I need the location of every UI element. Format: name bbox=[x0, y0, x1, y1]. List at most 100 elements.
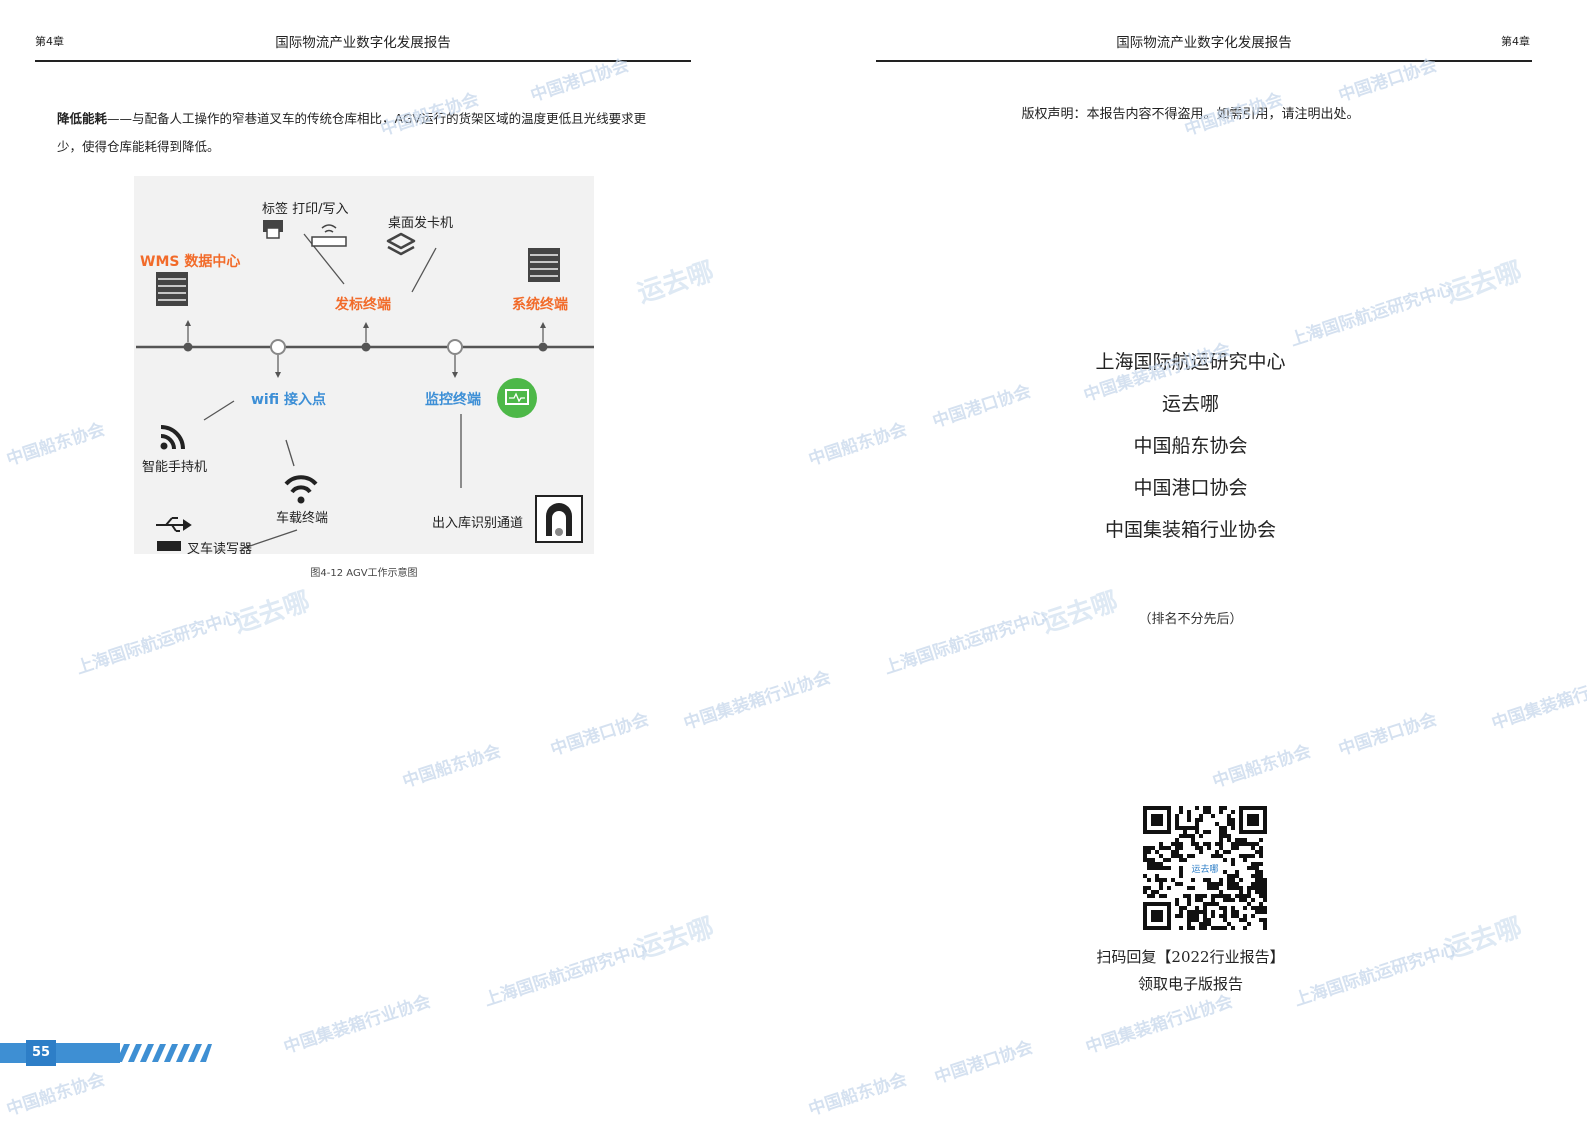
qr-module bbox=[1171, 850, 1175, 854]
right-page: 国际物流产业数字化发展报告 第4章 版权声明：本报告内容不得盗用。如需引用，请注… bbox=[794, 0, 1587, 1122]
qr-module bbox=[1191, 842, 1195, 846]
qr-module bbox=[1151, 866, 1155, 870]
qr-module bbox=[1255, 906, 1259, 910]
qr-module bbox=[1259, 838, 1263, 842]
label-monitor-terminal: 监控终端 bbox=[425, 392, 481, 408]
qr-module bbox=[1199, 834, 1203, 838]
qr-module bbox=[1235, 914, 1239, 918]
qr-module bbox=[1151, 894, 1155, 898]
organization-list: 上海国际航运研究中心 运去哪 中国船东协会 中国港口协会 中国集装箱行业协会 bbox=[794, 346, 1587, 556]
qr-module bbox=[1263, 906, 1267, 910]
qr-module bbox=[1223, 870, 1227, 874]
qr-module bbox=[1251, 898, 1255, 902]
qr-module bbox=[1247, 842, 1251, 846]
qr-module bbox=[1187, 814, 1191, 818]
qr-module bbox=[1199, 850, 1203, 854]
qr-module bbox=[1199, 818, 1203, 822]
qr-module bbox=[1255, 878, 1259, 882]
qr-module bbox=[1203, 914, 1207, 918]
qr-module bbox=[1155, 874, 1159, 878]
qr-module bbox=[1207, 806, 1211, 810]
qr-module bbox=[1211, 910, 1215, 914]
qr-module bbox=[1239, 886, 1243, 890]
qr-module bbox=[1231, 826, 1235, 830]
qr-module bbox=[1263, 886, 1267, 890]
qr-module bbox=[1235, 870, 1239, 874]
qr-module bbox=[1251, 866, 1255, 870]
qr-module bbox=[1175, 838, 1179, 842]
qr-module bbox=[1211, 926, 1215, 930]
qr-module bbox=[1215, 894, 1219, 898]
monitor-icon bbox=[497, 378, 537, 418]
qr-module bbox=[1171, 842, 1175, 846]
qr-module bbox=[1251, 854, 1255, 858]
qr-module bbox=[1231, 822, 1235, 826]
qr-module bbox=[1163, 878, 1167, 882]
qr-module bbox=[1207, 918, 1211, 922]
qr-module bbox=[1235, 894, 1239, 898]
qr-module bbox=[1163, 894, 1167, 898]
qr-module bbox=[1219, 890, 1223, 894]
qr-module bbox=[1187, 922, 1191, 926]
qr-module bbox=[1223, 850, 1227, 854]
qr-module bbox=[1179, 926, 1183, 930]
layers-icon bbox=[386, 232, 416, 256]
qr-module bbox=[1159, 854, 1163, 858]
qr-module bbox=[1219, 914, 1223, 918]
qr-module bbox=[1219, 878, 1223, 882]
qr-module bbox=[1231, 878, 1235, 882]
qr-caption-line: 扫码回复【2022行业报告】 bbox=[1096, 948, 1285, 966]
qr-module bbox=[1219, 826, 1223, 830]
qr-module bbox=[1199, 910, 1203, 914]
qr-module bbox=[1231, 842, 1235, 846]
label-system-terminal: 系统终端 bbox=[512, 297, 568, 313]
qr-module bbox=[1231, 810, 1235, 814]
qr-module bbox=[1167, 866, 1171, 870]
qr-module bbox=[1195, 918, 1199, 922]
qr-module bbox=[1183, 858, 1187, 862]
qr-module bbox=[1143, 850, 1147, 854]
qr-module bbox=[1191, 886, 1195, 890]
qr-module bbox=[1183, 834, 1187, 838]
qr-module bbox=[1231, 914, 1235, 918]
qr-module bbox=[1243, 894, 1247, 898]
label-smart-handheld: 智能手持机 bbox=[142, 460, 208, 475]
wifi-icon bbox=[160, 425, 185, 450]
qr-module bbox=[1247, 886, 1251, 890]
qr-module bbox=[1171, 854, 1175, 858]
qr-module bbox=[1147, 886, 1151, 890]
qr-module bbox=[1175, 826, 1179, 830]
page-stripes bbox=[116, 1044, 212, 1062]
qr-module bbox=[1259, 870, 1263, 874]
organization-name: 上海国际航运研究中心 bbox=[1095, 351, 1286, 373]
qr-module bbox=[1175, 898, 1179, 902]
figure-caption: 图4-12 AGV工作示意图 bbox=[310, 568, 418, 579]
qr-module bbox=[1239, 838, 1243, 842]
qr-module bbox=[1219, 854, 1223, 858]
qr-module bbox=[1195, 906, 1199, 910]
qr-module bbox=[1251, 842, 1255, 846]
qr-module bbox=[1235, 846, 1239, 850]
qr-module bbox=[1259, 894, 1263, 898]
qr-module bbox=[1259, 902, 1263, 906]
qr-module bbox=[1203, 810, 1207, 814]
qr-module bbox=[1247, 902, 1251, 906]
qr-module bbox=[1263, 878, 1267, 882]
qr-module bbox=[1163, 858, 1167, 862]
qr-module bbox=[1175, 850, 1179, 854]
qr-module bbox=[1223, 926, 1227, 930]
qr-module bbox=[1227, 850, 1231, 854]
qr-module bbox=[1191, 878, 1195, 882]
qr-module bbox=[1155, 878, 1159, 882]
label-issue-terminal: 发标终端 bbox=[335, 297, 391, 313]
qr-module bbox=[1175, 914, 1179, 918]
qr-module bbox=[1179, 834, 1183, 838]
qr-module bbox=[1223, 910, 1227, 914]
qr-module bbox=[1219, 842, 1223, 846]
qr-module bbox=[1227, 894, 1231, 898]
qr-module bbox=[1187, 918, 1191, 922]
qr-code[interactable]: 运去哪 bbox=[1143, 806, 1267, 930]
qr-module bbox=[1207, 830, 1211, 834]
qr-module bbox=[1191, 926, 1195, 930]
qr-module bbox=[1263, 890, 1267, 894]
